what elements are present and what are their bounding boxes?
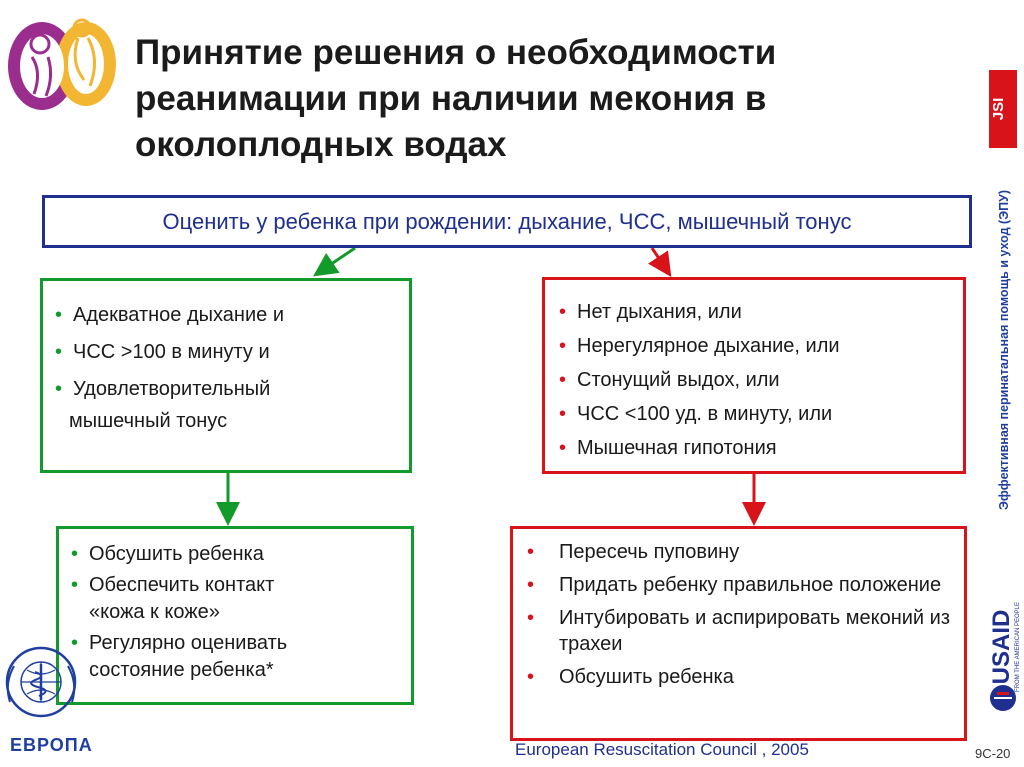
list-item: •Придать ребенку правильное положение <box>527 574 942 596</box>
bullet-icon: • <box>559 369 567 391</box>
list-item: •Нет дыхания, или <box>559 298 954 326</box>
jsi-logo: JSI <box>989 70 1017 148</box>
list-item: •ЧСС >100 в минуту и <box>55 338 400 366</box>
bullet-icon: • <box>559 301 567 323</box>
jsi-logo-text: JSI <box>990 98 1007 121</box>
bullet-icon: • <box>527 666 535 688</box>
who-region-label: ЕВРОПА <box>10 735 93 755</box>
list-item-continuation: «кожа к коже» <box>89 601 220 623</box>
bullet-icon: • <box>71 632 79 654</box>
list-item: •Интубировать и аспирировать меконий из … <box>527 607 950 655</box>
usaid-logo: USAID FROM THE AMERICAN PEOPLE <box>988 602 1021 711</box>
bullet-icon: • <box>55 341 63 363</box>
list-item: •Обсушить ребенка <box>71 541 406 568</box>
list-item: •ЧСС <100 уд. в минуту, или <box>559 400 954 428</box>
resuscitation-steps-box: •Пересечь пуповину •Придать ребенку прав… <box>510 526 967 741</box>
slide-number: 9C-20 <box>975 746 1011 761</box>
mother-child-logo <box>8 18 116 110</box>
bullet-icon: • <box>559 335 567 357</box>
bullet-icon: • <box>527 541 535 563</box>
list-item: •Обсушить ребенка <box>527 666 734 688</box>
routine-care-box: •Обсушить ребенка •Обеспечить контакт «к… <box>56 526 414 705</box>
abnormal-findings-box: •Нет дыхания, или •Нерегулярное дыхание,… <box>542 277 966 474</box>
assessment-text: Оценить у ребенка при рождении: дыхание,… <box>162 209 852 234</box>
usaid-tagline: FROM THE AMERICAN PEOPLE <box>1015 602 1021 692</box>
bullet-icon: • <box>55 378 63 400</box>
arrow-to-red-box <box>648 247 672 277</box>
page-title: Принятие решения о необходимости реанима… <box>135 33 777 164</box>
list-item: •Обеспечить контакт <box>71 572 406 599</box>
list-item: •Регулярно оценивать <box>71 630 406 657</box>
bullet-icon: • <box>527 574 535 596</box>
normal-findings-list: •Адекватное дыхание и •ЧСС >100 в минуту… <box>55 301 400 444</box>
arrow-to-green-box <box>313 246 356 277</box>
footer-source: European Resuscitation Council , 2005 <box>515 740 809 759</box>
who-emblem-icon <box>5 646 77 718</box>
assessment-box: Оценить у ребенка при рождении: дыхание,… <box>42 195 972 248</box>
bullet-icon: • <box>559 437 567 459</box>
list-item: •Стонущий выдох, или <box>559 366 954 394</box>
list-item-continuation: мышечный тонус <box>69 410 228 432</box>
list-item: •Мышечная гипотония <box>559 434 954 462</box>
bullet-icon: • <box>71 574 79 596</box>
bullet-icon: • <box>527 607 535 629</box>
bullet-icon: • <box>71 543 79 565</box>
list-item-continuation: состояние ребенка* <box>89 659 274 681</box>
resuscitation-steps-list: •Пересечь пуповину •Придать ребенку прав… <box>527 539 952 697</box>
abnormal-findings-list: •Нет дыхания, или •Нерегулярное дыхание,… <box>559 298 954 468</box>
usaid-logo-text: USAID <box>988 610 1015 685</box>
list-item: •Нерегулярное дыхание, или <box>559 332 954 360</box>
list-item: •Пересечь пуповину <box>527 541 740 563</box>
bullet-icon: • <box>559 403 567 425</box>
normal-findings-box: •Адекватное дыхание и •ЧСС >100 в минуту… <box>40 278 412 473</box>
bullet-icon: • <box>55 304 63 326</box>
routine-care-list: •Обсушить ребенка •Обеспечить контакт «к… <box>71 541 406 688</box>
list-item: •Удовлетворительный <box>55 375 400 403</box>
list-item: •Адекватное дыхание и <box>55 301 400 329</box>
